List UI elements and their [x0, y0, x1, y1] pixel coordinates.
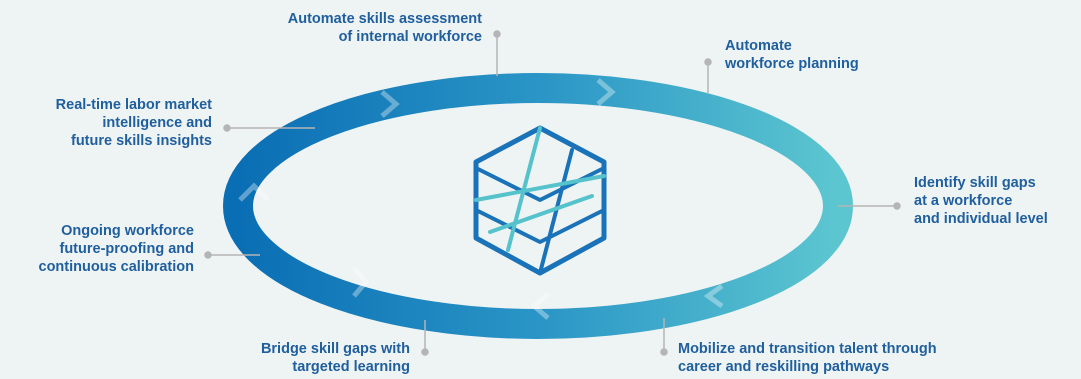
label-line: intelligence and [102, 115, 212, 131]
chevron-bottom-left [352, 266, 370, 298]
label-automate-skills-assessment: Automate skills assessment of internal w… [252, 10, 482, 46]
ring-chevrons [238, 78, 724, 320]
label-line: future skills insights [71, 133, 212, 149]
label-line: Real-time labor market [55, 97, 212, 113]
label-line: Ongoing workforce [61, 223, 194, 239]
label-line: Identify skill gaps [914, 175, 1036, 191]
label-ongoing-workforce-future-proofing: Ongoing workforce future-proofing and co… [0, 222, 194, 276]
label-line: at a workforce [914, 193, 1013, 209]
chevron-right-bottom [703, 283, 724, 309]
label-bridge-skill-gaps: Bridge skill gaps with targeted learning [220, 340, 410, 376]
connector-dot-top-right [704, 58, 712, 66]
chevron-top-left [380, 90, 400, 118]
chevron-left [238, 182, 270, 202]
label-line: and individual level [914, 211, 1048, 227]
connector-dot-left-upper [223, 124, 231, 132]
cycle-ring [223, 73, 853, 339]
chevron-bottom-right [530, 292, 550, 320]
label-line: Mobilize and transition talent through [678, 341, 937, 357]
hexagon-cube-logo-icon [473, 125, 607, 276]
connectors [204, 30, 901, 356]
connector-dot-right [893, 202, 901, 210]
connector-dot-bottom-right [660, 348, 668, 356]
connector-dot-top-center [493, 30, 501, 38]
label-line: Automate [725, 38, 792, 54]
label-identify-skill-gaps: Identify skill gaps at a workforce and i… [914, 174, 1079, 228]
label-automate-workforce-planning: Automate workforce planning [725, 37, 925, 73]
connector-dot-bottom-center [421, 348, 429, 356]
label-line: continuous calibration [38, 259, 194, 275]
label-real-time-labor-market: Real-time labor market intelligence and … [0, 96, 212, 150]
chevron-top-right [596, 78, 616, 106]
label-line: future-proofing and [59, 241, 194, 257]
label-line: of internal workforce [338, 29, 482, 45]
label-mobilize-transition-talent: Mobilize and transition talent through c… [678, 340, 998, 376]
label-line: Bridge skill gaps with [260, 341, 410, 357]
connector-dot-left-lower [204, 251, 212, 259]
label-line: workforce planning [725, 56, 859, 72]
label-line: career and reskilling pathways [678, 359, 890, 375]
label-line: Automate skills assessment [287, 11, 482, 27]
label-line: targeted learning [292, 359, 410, 375]
